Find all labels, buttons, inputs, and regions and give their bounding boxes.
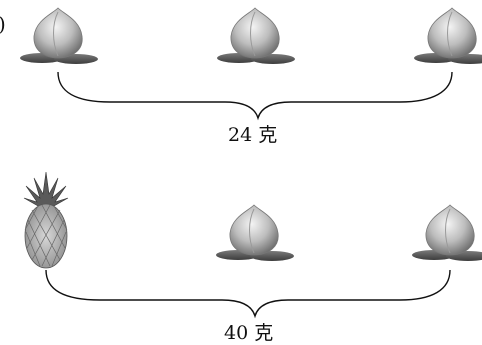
bottom-total-label: 40 克	[224, 322, 274, 344]
top-brace	[57, 71, 453, 121]
peach-icon	[19, 7, 99, 65]
peach-icon	[411, 204, 482, 262]
bottom-brace	[45, 269, 451, 319]
peach-icon	[215, 204, 295, 262]
paren-fragment: )	[0, 12, 6, 36]
peach-icon	[216, 7, 296, 65]
pineapple-icon	[23, 171, 69, 269]
top-total-label: 24 克	[228, 124, 278, 146]
peach-icon	[413, 7, 482, 65]
